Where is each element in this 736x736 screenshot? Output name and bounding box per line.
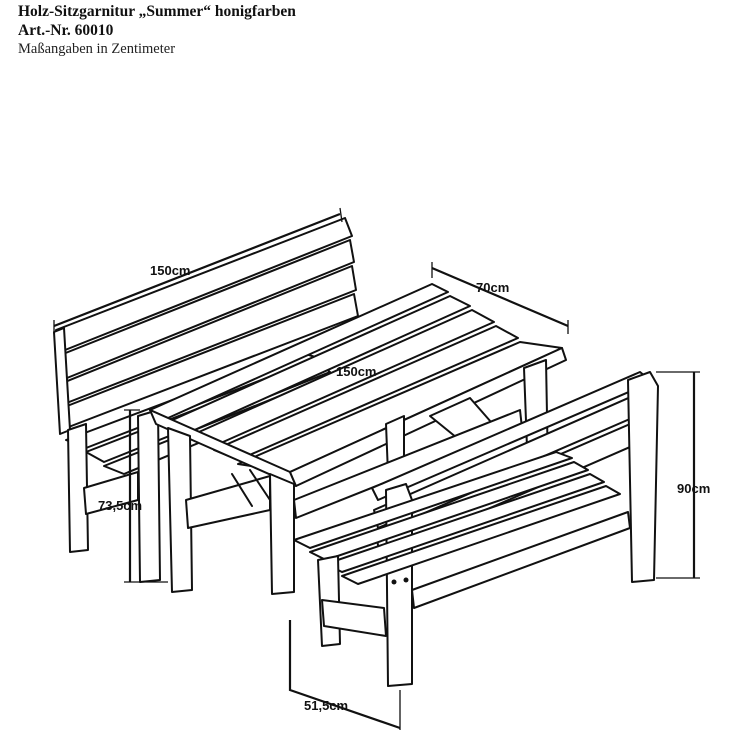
product-header: Holz-Sitzgarnitur „Summer“ honigfarben A… bbox=[18, 2, 296, 59]
label-table-height: 73,5cm bbox=[98, 498, 142, 513]
table bbox=[149, 283, 567, 595]
right-bench bbox=[293, 371, 659, 687]
dim-line-bench-depth bbox=[288, 620, 401, 730]
label-table-depth: 70cm bbox=[476, 280, 509, 295]
label-bench-height: 90cm bbox=[677, 481, 710, 496]
dim-line-table-depth bbox=[431, 266, 569, 328]
label-bench-back-length: 150cm bbox=[150, 263, 190, 278]
label-table-length: 150cm bbox=[336, 364, 376, 379]
product-title: Holz-Sitzgarnitur „Summer“ honigfarben bbox=[18, 3, 296, 20]
label-bench-depth: 51,5cm bbox=[304, 698, 348, 713]
article-number: Art.-Nr. 60010 bbox=[18, 22, 114, 39]
units-note: Maßangaben in Zentimeter bbox=[18, 41, 176, 57]
dimension-lines bbox=[53, 207, 700, 730]
dim-line-bench-length bbox=[53, 212, 341, 328]
